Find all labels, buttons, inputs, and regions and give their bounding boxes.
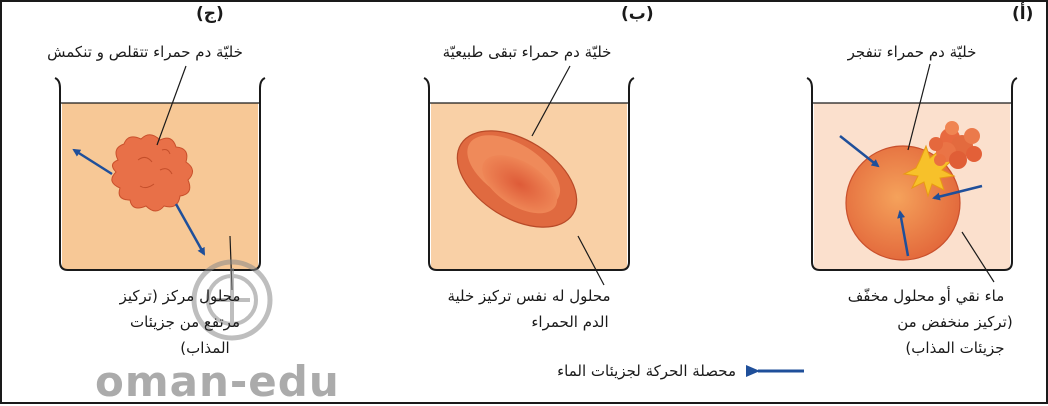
- watermark-text: oman-edu: [95, 360, 340, 404]
- beaker-hypertonic: [55, 66, 265, 290]
- cell-label-a: خليّة دم حمراء تنفجر: [812, 40, 1012, 64]
- solution-label-a-line3: جزيئات المذاب): [880, 336, 1030, 360]
- solution-label-b-line1: محلول له نفس تركيز خلية: [418, 284, 640, 308]
- beaker-isotonic: [424, 66, 634, 285]
- panel-id-a: (أ): [1012, 4, 1033, 24]
- panel-id-c: (ج): [196, 4, 224, 24]
- panel-id-b: (ب): [621, 4, 654, 24]
- solution-label-c-line2: مرتفع من جزيئات: [110, 310, 260, 334]
- solution-label-b-line2: الدم الحمراء: [500, 310, 640, 334]
- beaker-hypotonic: [807, 64, 1017, 282]
- solution-label-a-line1: ماء نقي أو محلول مخفّف: [808, 284, 1044, 308]
- cell-label-b: خليّة دم حمراء تبقى طبيعيّة: [412, 40, 642, 64]
- solution-label-c-line1: محلول مركز (تركيز: [96, 284, 264, 308]
- legend-text: محصلة الحركة لجزيئات الماء: [486, 359, 736, 383]
- cell-label-c: خليّة دم حمراء تتقلص و تنكمش: [10, 40, 280, 64]
- solution-label-a-line2: (تركيز منخفض من: [880, 310, 1030, 334]
